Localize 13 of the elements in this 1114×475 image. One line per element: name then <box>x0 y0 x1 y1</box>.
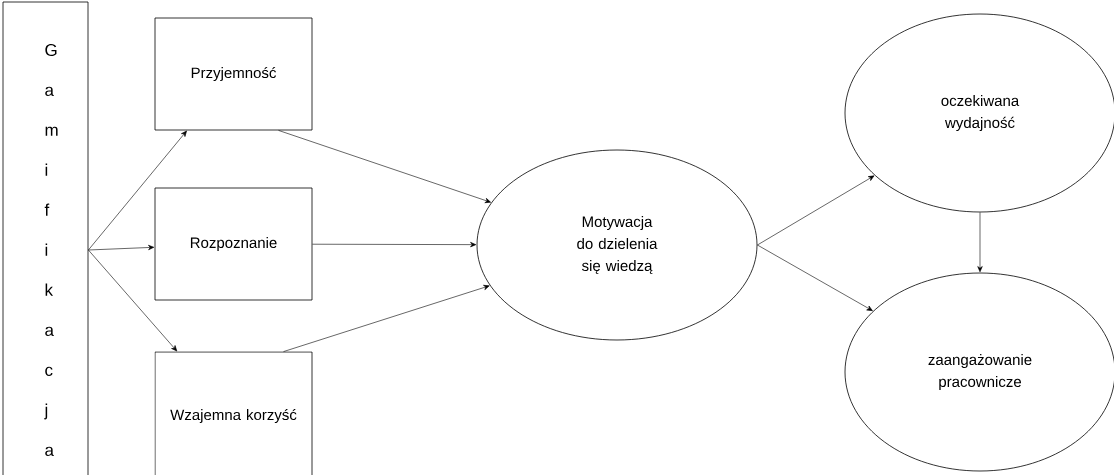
factor-box: Rozpoznanie <box>154 187 313 301</box>
arrow <box>757 175 875 246</box>
arrow <box>757 244 873 311</box>
factor-box: Przyjemność <box>154 17 313 131</box>
arrow <box>88 244 155 251</box>
arrow <box>88 130 187 251</box>
vertical-label-box: Gamifikacja <box>2 1 89 475</box>
arrow <box>278 130 491 203</box>
arrow <box>312 242 477 248</box>
arrow <box>977 212 983 273</box>
arrow <box>283 284 490 352</box>
factor-box: Wzajemna korzyść <box>154 351 313 475</box>
arrow <box>88 249 178 352</box>
